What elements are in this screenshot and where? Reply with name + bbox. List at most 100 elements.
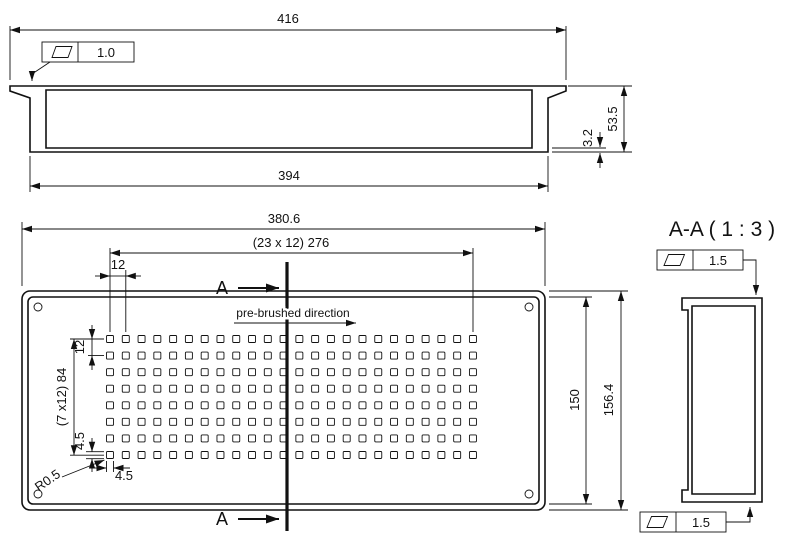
perforation-hole <box>374 368 383 377</box>
perforation-hole <box>405 417 414 426</box>
pre-brushed-label: pre-brushed direction <box>236 306 349 320</box>
perforation-hole <box>184 417 193 426</box>
dim-380-6-extlines <box>21 222 546 286</box>
flatness-bottom-value: 1.5 <box>692 515 710 530</box>
perforation-hole <box>216 368 225 377</box>
perforation-hole <box>405 368 414 377</box>
perforation-hole <box>169 417 178 426</box>
perforation-hole <box>311 384 320 393</box>
perforation-hole <box>453 451 462 459</box>
perforation-hole <box>216 401 225 410</box>
perforation-hole <box>358 368 367 377</box>
perforation-hole <box>295 351 304 360</box>
perforation-hole <box>326 451 335 459</box>
perforation-hole <box>421 351 430 360</box>
perforation-hole <box>374 451 383 459</box>
perforation-hole <box>358 384 367 393</box>
dim-156-4-extlines <box>549 290 628 511</box>
perforation-hole <box>137 417 146 426</box>
dim-416-value: 416 <box>277 11 299 26</box>
radius-leader <box>61 459 105 478</box>
perforation-hole <box>437 368 446 377</box>
perforation-hole <box>232 401 241 410</box>
perforation-hole <box>200 368 209 377</box>
perforation-hole <box>453 335 462 343</box>
perforation-hole <box>468 401 477 410</box>
perforation-hole <box>263 401 272 410</box>
perforation-hole <box>184 401 193 410</box>
perforation-hole <box>184 368 193 377</box>
perforation-hole <box>390 434 398 443</box>
perforation-hole <box>437 351 446 360</box>
perforation-hole <box>326 335 335 343</box>
perforation-hole <box>453 401 462 410</box>
flatness-symbol-icon <box>646 516 669 528</box>
perforation-hole <box>200 417 209 426</box>
perforation-hole <box>374 401 383 410</box>
perforation-hole <box>390 451 398 459</box>
dim-3-2-extlines <box>552 147 606 153</box>
perforation-hole <box>311 451 320 459</box>
perforation-hole <box>216 417 225 426</box>
perforation-hole <box>295 384 304 393</box>
perforation-hole <box>137 434 146 443</box>
perforation-hole <box>405 335 414 343</box>
perforation-hole <box>169 368 178 377</box>
perforation-hole <box>106 368 114 377</box>
perforation-hole <box>405 351 414 360</box>
flatness-bottom-leader <box>726 507 754 523</box>
dim-416-extlines <box>9 26 567 80</box>
flatness-callout-top: 1.0 <box>28 41 135 81</box>
perforation-hole <box>468 351 477 360</box>
perforation-hole <box>200 335 209 343</box>
section-view: A-A ( 1 : 3 ) 1.5 1.5 <box>639 218 775 533</box>
perforation-hole <box>216 335 225 343</box>
flatness-callout-section-bottom: 1.5 <box>639 507 754 533</box>
perforation-hole <box>263 351 272 360</box>
flatness-symbol-icon <box>663 254 686 266</box>
perforation-hole <box>184 451 193 459</box>
perforation-hole <box>121 417 130 426</box>
perforation-hole <box>200 384 209 393</box>
perforation-hole <box>169 401 178 410</box>
perforation-hole <box>184 335 193 343</box>
perforation-hole <box>106 434 114 443</box>
perforation-hole <box>200 401 209 410</box>
perforation-hole <box>169 451 178 459</box>
tolerance-frame <box>639 511 727 533</box>
perforation-hole <box>184 384 193 393</box>
dim-380-6-value: 380.6 <box>268 211 301 226</box>
perforation-hole <box>342 384 351 393</box>
perforation-hole <box>248 368 256 377</box>
perforation-hole <box>421 417 430 426</box>
tolerance-frame <box>41 41 135 63</box>
perforation-hole <box>437 451 446 459</box>
perforation-hole <box>311 368 320 377</box>
perforation-hole <box>342 401 351 410</box>
dim-12v-extlines <box>88 338 104 357</box>
perforation-hole <box>137 368 146 377</box>
perforation-hole <box>374 434 383 443</box>
perforation-hole <box>326 368 335 377</box>
perforation-hole <box>216 351 225 360</box>
tolerance-frame <box>656 249 744 271</box>
perforation-hole <box>468 434 477 443</box>
dim-84-value: (7 x12) 84 <box>54 368 69 427</box>
perforation-hole <box>342 335 351 343</box>
flatness-callout-section-top: 1.5 <box>656 249 760 295</box>
dim-4-5h-extlines <box>106 461 114 472</box>
perforation-hole <box>232 335 241 343</box>
perforation-hole <box>358 417 367 426</box>
perforation-hole <box>248 401 256 410</box>
perforation-hole <box>374 417 383 426</box>
perforation-hole <box>184 434 193 443</box>
perforation-hole <box>106 384 114 393</box>
perforation-hole <box>169 434 178 443</box>
perforation-hole <box>232 384 241 393</box>
perforation-hole <box>390 335 398 343</box>
perforation-hole <box>169 384 178 393</box>
perforation-hole <box>232 434 241 443</box>
corner-hole <box>524 302 534 312</box>
perforation-hole <box>374 335 383 343</box>
